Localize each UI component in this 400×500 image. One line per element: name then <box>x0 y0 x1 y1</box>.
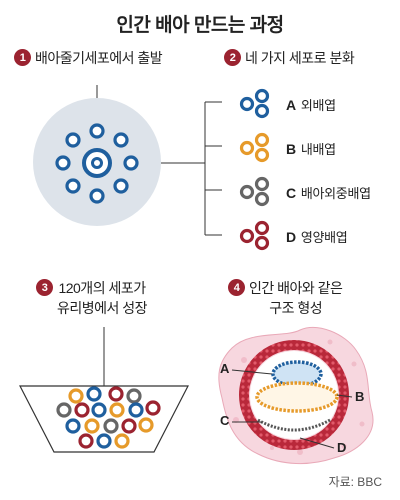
cell-type-c-letter: C <box>286 184 296 201</box>
structure-pointer-lines <box>231 369 353 449</box>
embryo-structure <box>218 326 374 465</box>
step-2-text: 네 가지 세포로 분화 <box>245 50 355 66</box>
extraembryonic-mesoderm-layer <box>257 418 331 432</box>
step-2-caption: 2 네 가지 세포로 분화 <box>224 48 355 68</box>
hypoblast-layer <box>255 381 339 413</box>
cup-outline <box>19 385 189 453</box>
step-1-number: 1 <box>14 49 31 66</box>
step-3-text-line1: 120개의 세포가 <box>58 280 146 296</box>
cup-cells <box>56 386 161 449</box>
cell-type-b: B 내배엽 <box>286 139 336 158</box>
cell-type-c: C 배아외중배엽 <box>286 183 371 202</box>
diagram-title: 인간 배아 만드는 과정 <box>116 15 284 36</box>
differentiation-bracket <box>161 101 222 236</box>
cell-type-a: A 외배엽 <box>286 95 336 114</box>
cell-type-b-letter: B <box>286 140 296 157</box>
colony-cells <box>55 123 139 204</box>
cell-type-d-letter: D <box>286 228 296 245</box>
cell-type-b-name: 내배엽 <box>300 142 336 157</box>
cell-cluster-b <box>239 132 270 163</box>
structure-label-a: A <box>220 361 230 376</box>
cell-type-d: D 영양배엽 <box>286 227 348 246</box>
structure-label-d: D <box>337 440 347 455</box>
trophectoderm-ring <box>239 340 349 450</box>
cell-cluster-d <box>239 220 270 251</box>
cell-type-a-name: 외배엽 <box>300 98 336 113</box>
cell-type-d-name: 영양배엽 <box>300 230 348 245</box>
cell-type-a-letter: A <box>286 96 296 113</box>
step-1-caption: 1 배아줄기세포에서 출발 <box>14 48 163 68</box>
structure-label-c: C <box>220 413 230 428</box>
stem-cell-colony <box>33 98 161 226</box>
source-credit: 자료: BBC <box>328 475 382 489</box>
step-4-text-line1: 인간 배아와 같은 <box>249 280 343 296</box>
cell-cluster-a <box>239 88 270 119</box>
step-4-text-line2: 구조 형성 <box>269 300 323 316</box>
step-3-text-line2: 유리병에서 성장 <box>57 300 148 316</box>
culture-cup <box>19 385 189 453</box>
step-1-text: 배아줄기세포에서 출발 <box>35 50 163 66</box>
step-4-caption: 4 인간 배아와 같은 구조 형성 <box>228 278 343 318</box>
cell-cluster-c <box>239 176 270 207</box>
step-3-number: 3 <box>36 279 53 296</box>
step-2-number: 2 <box>224 49 241 66</box>
step-3-caption: 3 120개의 세포가 유리병에서 성장 <box>36 278 148 318</box>
cell-type-c-name: 배아외중배엽 <box>300 186 371 201</box>
step-4-number: 4 <box>228 279 245 296</box>
structure-label-b: B <box>355 389 365 404</box>
